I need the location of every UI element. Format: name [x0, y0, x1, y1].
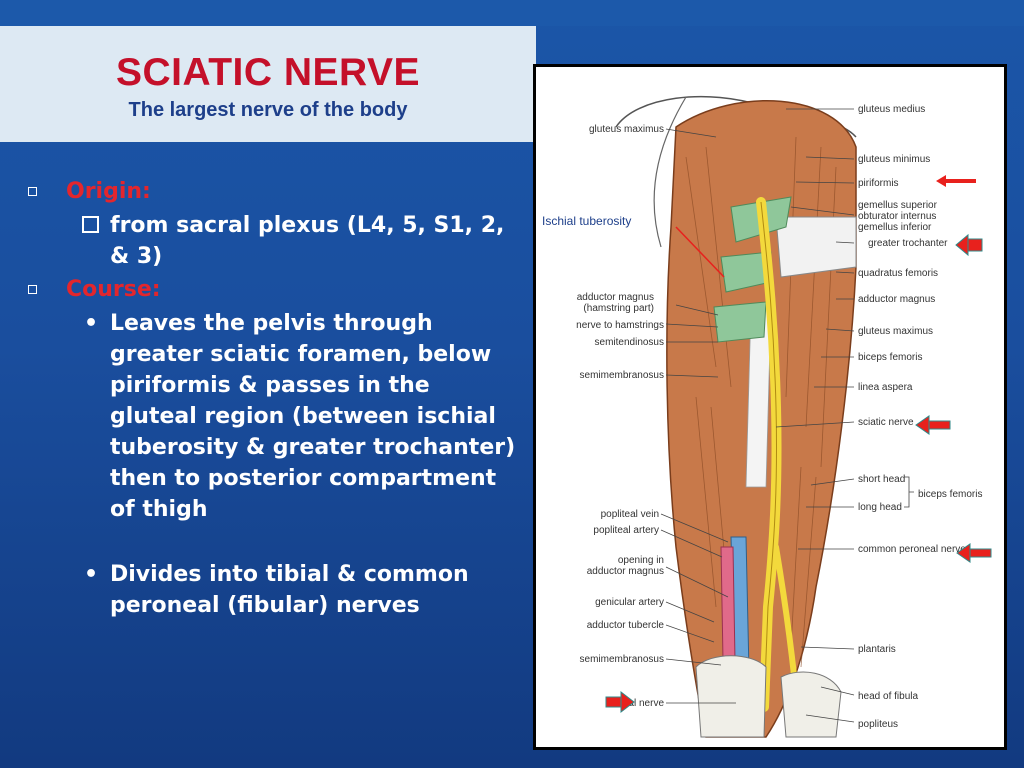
origin-text: from sacral plexus (L4, 5, S1, 2, & 3): [110, 213, 505, 269]
label-greater-trochanter: greater trochanter: [868, 238, 948, 249]
label-popliteal-artery: popliteal artery: [593, 525, 659, 536]
label-adductor-magnus: adductor magnus: [858, 294, 935, 305]
label-popliteus: popliteus: [858, 719, 898, 730]
label-plantaris: plantaris: [858, 644, 896, 655]
label-gluteus-maximus: gluteus maximus: [858, 326, 933, 337]
square-bullet-icon: [28, 285, 37, 294]
top-band: [0, 0, 1024, 26]
label-common-peroneal-nerve: common peroneal nerve: [858, 544, 966, 555]
label-biceps-femoris-group: biceps femoris: [918, 489, 982, 500]
label-adductor-magnus-opening: adductor magnus: [587, 566, 664, 577]
label-sciatic-nerve: sciatic nerve: [858, 417, 914, 428]
label-piriformis: piriformis: [858, 178, 899, 189]
course-heading: Course:: [66, 277, 161, 302]
dot-bullet-icon: •: [84, 562, 99, 587]
label-hamstring-part: (hamstring part): [583, 303, 654, 314]
course-text: Leaves the pelvis through greater sciati…: [110, 311, 516, 522]
label-tibial-nerve: tibial nerve: [616, 698, 665, 709]
anatomy-figure: Ischial tuberosity: [533, 64, 1007, 750]
course-heading-item: Course:: [28, 276, 518, 304]
origin-heading-item: Origin:: [28, 178, 518, 206]
label-head-of-fibula: head of fibula: [858, 691, 918, 702]
label-genicular-artery: genicular artery: [595, 597, 664, 608]
label-opening-in: opening in: [618, 555, 664, 566]
divides-text: Divides into tibial & common peroneal (f…: [110, 562, 469, 618]
label-semitendinosus: semitendinosus: [595, 337, 664, 348]
label-biceps-femoris: biceps femoris: [858, 352, 922, 363]
label-gemellus-superior: gemellus superior: [858, 200, 938, 211]
label-long-head: long head: [858, 502, 902, 513]
arrow-icons: [605, 175, 992, 714]
label-short-head: short head: [858, 474, 905, 485]
origin-item: from sacral plexus (L4, 5, S1, 2, & 3): [28, 210, 518, 272]
label-gluteus-maximus-left: gluteus maximus: [589, 124, 664, 135]
label-semimembranosus: semimembranosus: [580, 370, 664, 381]
label-quadratus-femoris: quadratus femoris: [858, 268, 938, 279]
label-linea-aspera: linea aspera: [858, 382, 913, 393]
checkbox-bullet-icon: [82, 216, 99, 233]
label-gluteus-minimus: gluteus minimus: [858, 154, 930, 165]
label-gluteus-medius: gluteus medius: [858, 104, 925, 115]
label-semimembranosus-lower: semimembranosus: [580, 654, 664, 665]
slide-subtitle: The largest nerve of the body: [128, 99, 408, 121]
origin-heading: Origin:: [66, 179, 151, 204]
sciatic-nerve-illustration: Ischial tuberosity: [542, 95, 992, 738]
label-popliteal-vein: popliteal vein: [601, 509, 659, 520]
title-box: SCIATIC NERVE The largest nerve of the b…: [0, 26, 536, 142]
divides-item: • Divides into tibial & common peroneal …: [28, 559, 518, 621]
square-bullet-icon: [28, 187, 37, 196]
bullet-list: Origin: from sacral plexus (L4, 5, S1, 2…: [28, 178, 518, 621]
label-adductor-tubercle: adductor tubercle: [587, 620, 665, 631]
label-obturator-internus: obturator internus: [858, 211, 936, 222]
label-adductor-magnus-left: adductor magnus: [577, 292, 654, 303]
label-nerve-to-hamstrings: nerve to hamstrings: [576, 320, 664, 331]
dot-bullet-icon: •: [84, 311, 99, 336]
slide-title: SCIATIC NERVE: [115, 51, 421, 94]
course-item: • Leaves the pelvis through greater scia…: [28, 308, 518, 525]
ischial-tuberosity-callout: Ischial tuberosity: [542, 214, 631, 228]
label-gemellus-inferior: gemellus inferior: [858, 222, 932, 233]
